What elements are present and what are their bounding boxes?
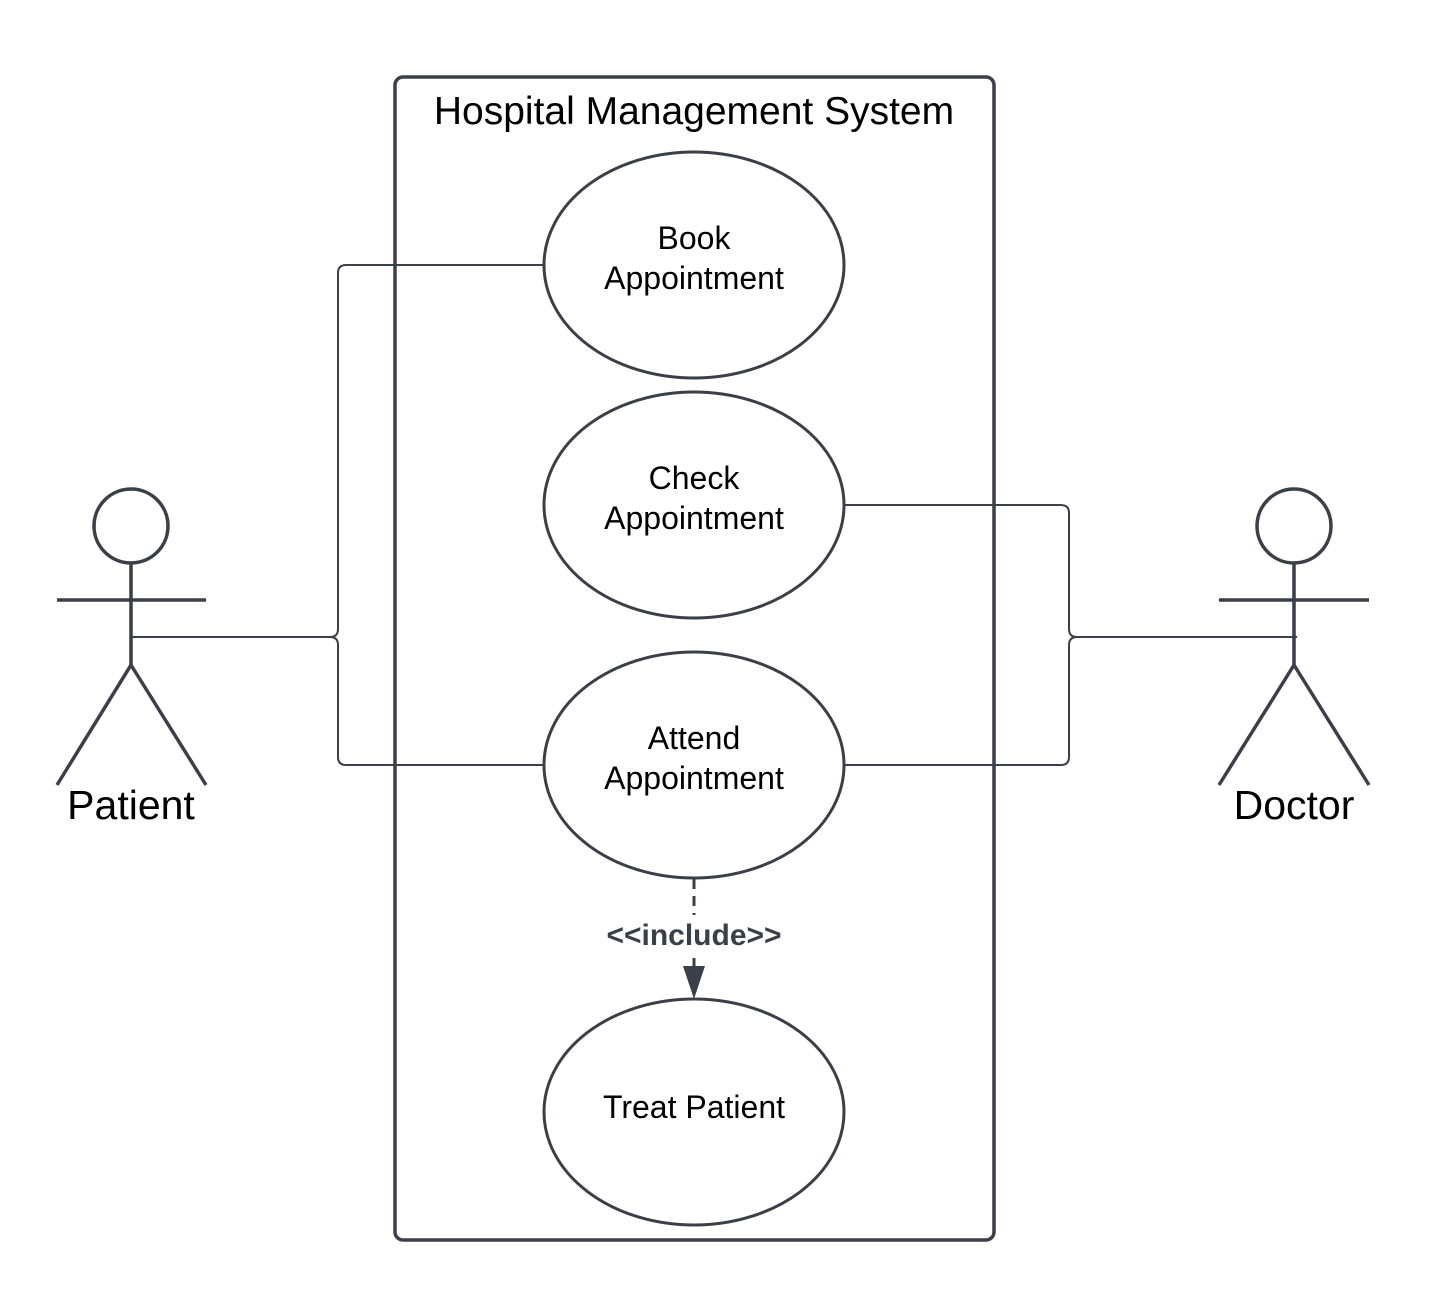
include-label: <<include>> <box>606 919 781 952</box>
actor-doctor-head <box>1255 487 1333 565</box>
use-case-treat-patient: Treat Patient <box>542 997 846 1227</box>
use-case-check-line1: Check <box>649 460 741 496</box>
association-doctor-attend <box>844 636 1078 766</box>
actor-doctor: Doctor <box>1217 487 1371 828</box>
actor-doctor-label: Doctor <box>1234 782 1355 828</box>
use-case-book-line1: Book <box>658 220 732 256</box>
use-case-book-line2: Appointment <box>604 260 784 296</box>
association-doctor-check <box>844 504 1297 638</box>
association-patient-book <box>130 264 544 638</box>
association-patient-attend <box>329 636 544 766</box>
actor-patient-head <box>92 487 170 565</box>
include-arrowhead <box>683 966 705 999</box>
system-title: Hospital Management System <box>434 90 954 133</box>
use-case-treat-label: Treat Patient <box>603 1089 785 1125</box>
use-case-check-appointment: Check Appointment <box>542 390 846 620</box>
actor-patient: Patient <box>55 487 208 828</box>
use-case-check-line2: Appointment <box>604 500 784 536</box>
system-boundary <box>393 75 996 1242</box>
use-case-attend-appointment: Attend Appointment <box>542 650 846 880</box>
use-case-attend-line2: Appointment <box>604 760 784 796</box>
actor-patient-label: Patient <box>67 782 195 828</box>
use-case-attend-line1: Attend <box>648 720 741 756</box>
use-case-book-appointment: Book Appointment <box>542 150 846 380</box>
